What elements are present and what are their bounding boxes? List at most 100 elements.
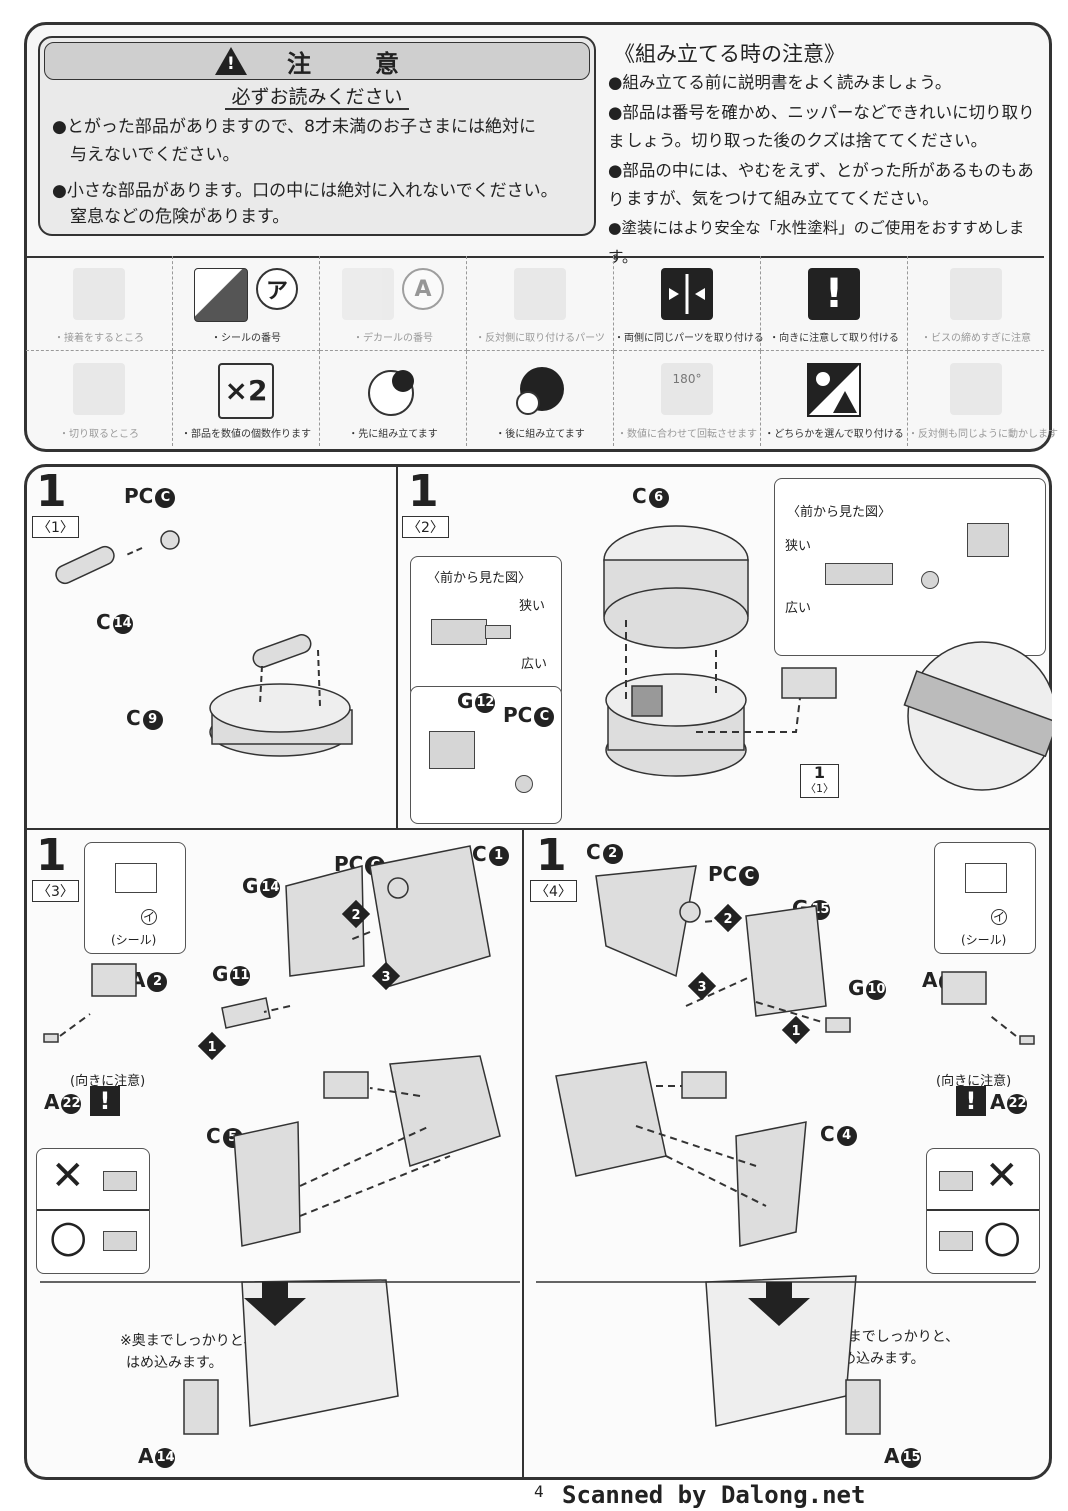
legend-quantity: ×2 ・部品を数値の個数作ります bbox=[173, 351, 320, 446]
legend-opposite-side: ・反対側に取り付けるパーツ bbox=[467, 256, 614, 351]
mirror-move-icon bbox=[950, 363, 1002, 415]
assemble-first-icon bbox=[365, 363, 421, 423]
assembly-notes-title: 《組み立てる時の注意》 bbox=[614, 42, 845, 66]
caution-line-1: ●とがった部品がありますので、8才未満のお子さまには絶対に bbox=[52, 117, 536, 137]
fit-note-right-1: ※奥までしっかりと、 bbox=[822, 1329, 960, 1345]
orientation-choice-left: ✕ ○ bbox=[36, 1148, 150, 1274]
nipper-icon bbox=[73, 363, 125, 415]
step-1-1-sub: 〈1〉 bbox=[32, 516, 79, 538]
assembly-note-4: ●部品の中には、やむをえず、とがった所があるものもあり bbox=[608, 161, 1034, 209]
caution-line-4: 窒息などの危険があります。 bbox=[70, 207, 290, 227]
caution-line-3: ●小さな部品があります。口の中には絶対に入れないでください。 bbox=[52, 181, 558, 201]
assembly-note-1: ●組み立てる前に説明書をよく読みましょう。 bbox=[608, 73, 952, 92]
correct-marker-left: ○ bbox=[49, 1211, 88, 1262]
step-1-3-number: 1 bbox=[36, 830, 67, 881]
sticker-icon bbox=[194, 268, 248, 322]
exclamation-icon: ! bbox=[808, 268, 860, 320]
seal-id-right: イ bbox=[991, 909, 1007, 925]
wide-label-2: 広い bbox=[785, 601, 812, 616]
caution-box: 注 意 必ずお読みください ●とがった部品がありますので、8才未満のお子さまには… bbox=[38, 36, 596, 236]
wrong-marker-left: ✕ bbox=[51, 1153, 85, 1199]
step-1-2-diagram bbox=[603, 525, 1052, 791]
legend-seal-number: ア ・シールの番号 bbox=[173, 256, 320, 351]
correct-marker-right: ○ bbox=[983, 1211, 1022, 1262]
orientation-choice-right: ✕ ○ bbox=[926, 1148, 1040, 1274]
step-1-1-diagram bbox=[55, 530, 353, 757]
seal-inset-right: (シール) イ bbox=[934, 842, 1036, 954]
orientation-icon-right: ! bbox=[956, 1086, 986, 1116]
glue-icon bbox=[73, 268, 125, 320]
assembly-note-2: ●部品は番号を確かめ、ニッパーなどできれいに切り取りま bbox=[608, 103, 1035, 151]
svg-text:1: 1 bbox=[791, 1024, 800, 1039]
legend-glue: ・接着をするところ bbox=[26, 256, 173, 351]
legend-mirror: ・反対側も同じように動かします bbox=[908, 351, 1058, 446]
front-view-inset-2: 〈前から見た図〉 狭い 広い bbox=[774, 478, 1046, 656]
caution-header: 注 意 bbox=[44, 42, 590, 80]
orient-note-left: (向きに注意) bbox=[70, 1074, 146, 1089]
legend-screw: ・ビスの締めすぎに注意 bbox=[908, 256, 1044, 351]
wrong-marker-right: ✕ bbox=[985, 1153, 1019, 1199]
seal-label-left: (シール) bbox=[111, 933, 157, 947]
legend-orientation: ! ・向きに注意して取り付ける bbox=[761, 256, 908, 351]
step-1-3-diagram: 1 2 3 bbox=[40, 845, 520, 1435]
scan-credit: Scanned by Dalong.net bbox=[562, 1481, 866, 1509]
times-two-icon: ×2 bbox=[218, 363, 274, 419]
choose-one-icon bbox=[807, 363, 861, 421]
legend-both-sides: ・両側に同じパーツを取り付ける bbox=[614, 256, 764, 351]
svg-text:3: 3 bbox=[381, 970, 390, 985]
caution-subtitle: 必ずお読みください bbox=[40, 82, 594, 110]
opposite-side-icon bbox=[514, 268, 566, 320]
caution-title: 注 意 bbox=[287, 49, 419, 78]
orientation-icon-left: ! bbox=[90, 1086, 120, 1116]
symbol-legend: ・接着をするところ ア ・シールの番号 A ・デカールの番号 ・反対側に取り付け… bbox=[26, 256, 1058, 446]
legend-later: ・後に組み立てます bbox=[467, 351, 614, 446]
step-1-4-sub: 〈4〉 bbox=[530, 880, 577, 902]
seal-letter-icon: ア bbox=[256, 268, 298, 310]
legend-rotate: 180° ・数値に合わせて回転させます bbox=[614, 351, 761, 446]
both-sides-icon bbox=[661, 268, 713, 320]
orient-note-right: (向きに注意) bbox=[936, 1074, 1012, 1089]
fit-note-right-2: はめ込みます。 bbox=[828, 1351, 925, 1367]
narrow-label-2: 狭い bbox=[785, 539, 812, 554]
svg-text:2: 2 bbox=[723, 912, 732, 927]
screw-icon bbox=[950, 268, 1002, 320]
svg-text:3: 3 bbox=[697, 980, 706, 995]
wide-label-1: 広い bbox=[521, 657, 548, 672]
legend-decal-number: A ・デカールの番号 bbox=[320, 256, 467, 351]
page-number: 4 bbox=[534, 1482, 544, 1501]
front-view-inset-1: 〈前から見た図〉 狭い 広い bbox=[410, 556, 562, 698]
legend-cut: ・切り取るところ bbox=[26, 351, 173, 446]
seal-id-left: イ bbox=[141, 909, 157, 925]
seal-inset-left: (シール) イ bbox=[84, 842, 186, 954]
decal-letter-icon: A bbox=[402, 268, 444, 310]
decal-icon bbox=[342, 268, 394, 320]
fit-note-left-2: はめ込みます。 bbox=[126, 1355, 223, 1371]
rotate-icon: 180° bbox=[661, 363, 713, 415]
svg-text:1: 1 bbox=[207, 1040, 216, 1055]
step-1-2-sub: 〈2〉 bbox=[402, 516, 449, 538]
step-1-1-number: 1 bbox=[36, 466, 67, 517]
narrow-label-1: 狭い bbox=[519, 599, 546, 614]
svg-text:2: 2 bbox=[351, 908, 360, 923]
front-view-label-2: 〈前から見た図〉 bbox=[787, 505, 892, 520]
step-1-3-sub: 〈3〉 bbox=[32, 880, 79, 902]
step-1-2-number: 1 bbox=[408, 466, 439, 517]
front-view-label-1: 〈前から見た図〉 bbox=[427, 571, 532, 586]
